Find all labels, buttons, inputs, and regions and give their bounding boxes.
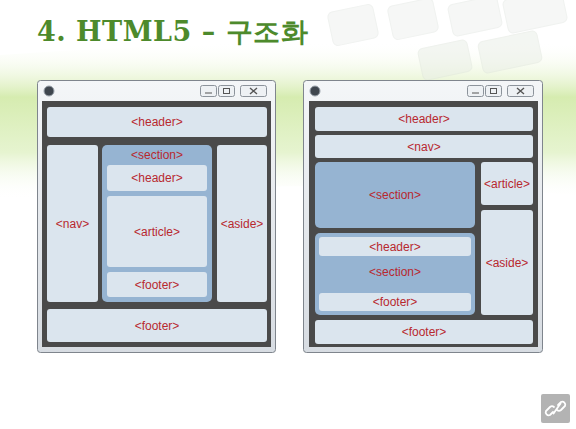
close-glyph	[517, 88, 524, 94]
section-box: <section> <header> <footer>	[315, 233, 475, 315]
key	[417, 39, 473, 81]
key	[327, 4, 379, 47]
window-icon	[44, 86, 54, 96]
link-chain	[554, 404, 561, 414]
minimize-glyph	[205, 93, 212, 94]
element-box: <header>	[319, 237, 471, 256]
window-right	[304, 81, 543, 353]
section-box: <section>	[315, 162, 475, 228]
link-icon-box	[541, 394, 570, 423]
element-box: <footer>	[107, 272, 207, 297]
element-box: <nav>	[47, 145, 98, 302]
keyboard-keys	[327, 0, 568, 81]
key	[447, 0, 503, 37]
slide-title: 4. HTML5 – 구조화	[37, 14, 308, 50]
close-glyph	[250, 88, 257, 94]
element-box: <footer>	[47, 309, 267, 342]
tag-label: <footer>	[402, 325, 447, 339]
key	[502, 0, 568, 34]
element-box: <nav>	[315, 135, 533, 158]
maximize-glyph	[224, 89, 230, 94]
tag-label: <nav>	[56, 217, 89, 231]
tag-label: <footer>	[135, 278, 180, 292]
window-content	[42, 101, 271, 347]
minimize-button	[468, 86, 484, 97]
window-frame	[38, 81, 276, 353]
tag-label: <section>	[102, 148, 212, 162]
maximize-button	[219, 86, 235, 97]
element-box: <footer>	[319, 293, 471, 311]
window-frame	[304, 81, 543, 353]
minimize-button	[201, 86, 217, 97]
section-box: <section> <header> <article> <footer>	[102, 145, 212, 302]
tag-label: <header>	[398, 112, 449, 126]
tag-label: <article>	[484, 177, 530, 191]
tag-label: <header>	[131, 115, 182, 129]
tag-label: <nav>	[407, 140, 440, 154]
tag-label: <footer>	[135, 319, 180, 333]
element-box: <header>	[315, 107, 533, 131]
tag-label: <section>	[369, 188, 421, 202]
element-box: <header>	[107, 165, 207, 191]
close-button	[508, 86, 534, 97]
window-content	[309, 101, 538, 347]
tag-label: <aside>	[486, 256, 529, 270]
tag-label: <section>	[315, 265, 475, 279]
element-box: <article>	[107, 196, 207, 267]
element-box: <article>	[481, 162, 533, 205]
link-icon	[541, 394, 570, 423]
element-box: <aside>	[481, 210, 533, 315]
window-icon	[310, 86, 320, 96]
tag-label: <footer>	[373, 295, 418, 309]
element-box: <footer>	[315, 320, 533, 344]
tag-label: <header>	[369, 240, 420, 254]
key	[387, 0, 439, 40]
maximize-button	[486, 86, 502, 97]
tag-label: <aside>	[221, 217, 264, 231]
minimize-glyph	[472, 93, 479, 94]
close-button	[241, 86, 267, 97]
window-left	[38, 81, 276, 353]
tag-label: <article>	[134, 225, 180, 239]
key	[477, 30, 542, 74]
element-box: <header>	[47, 107, 267, 137]
tag-label: <header>	[131, 171, 182, 185]
maximize-glyph	[491, 89, 497, 94]
element-box: <aside>	[217, 145, 267, 302]
